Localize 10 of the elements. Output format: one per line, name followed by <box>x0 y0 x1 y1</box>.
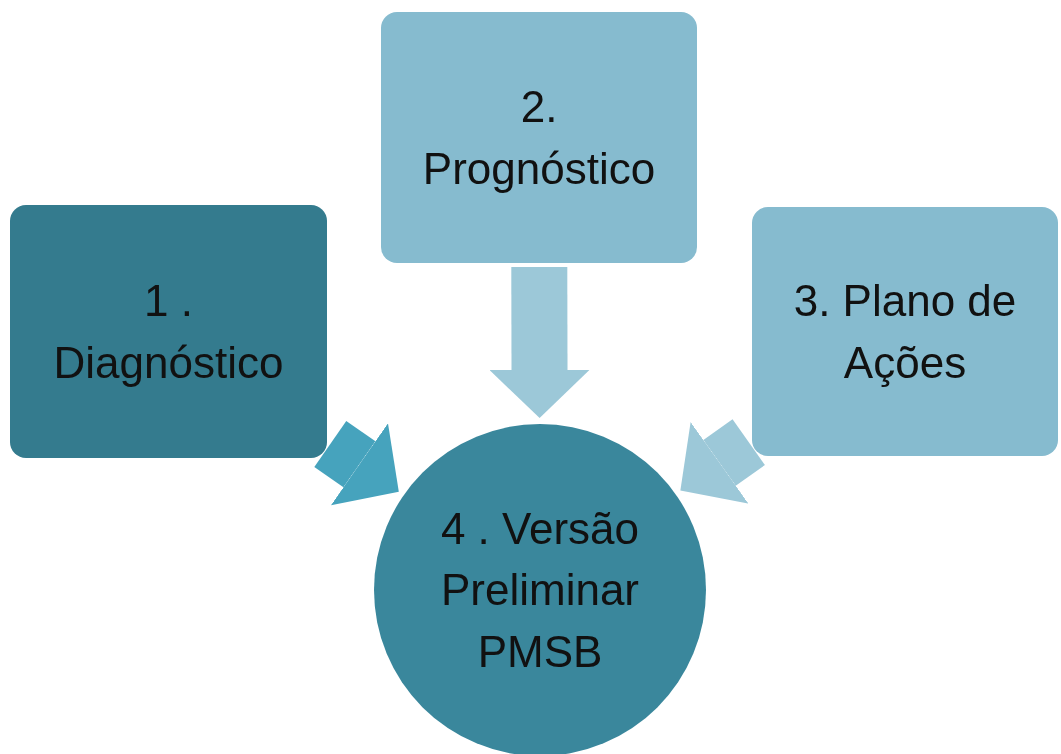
node-label: 2. Prognóstico <box>422 80 656 195</box>
block-arrow <box>680 419 765 504</box>
process-box <box>10 205 327 458</box>
node-label: 3. Plano de Ações <box>792 274 1018 389</box>
block-arrow <box>489 267 590 418</box>
node-label: 1 . Diagnóstico <box>52 274 285 389</box>
process-box <box>752 207 1058 456</box>
process-box <box>381 12 697 263</box>
node-label: 4 . Versão Preliminar PMSB <box>439 502 641 678</box>
block-arrow <box>314 421 399 506</box>
